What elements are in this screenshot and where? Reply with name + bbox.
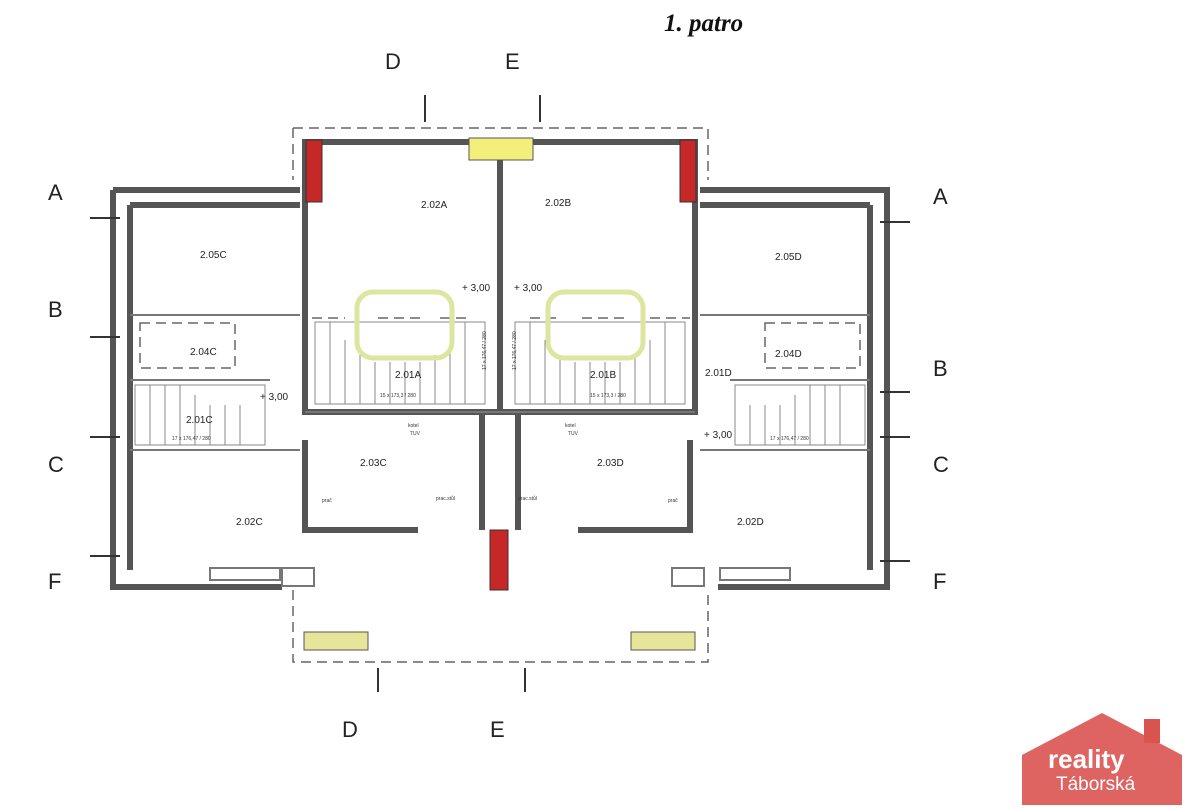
stair-note: 17 x 176,47 / 280 xyxy=(172,436,211,442)
room-label: 2.02B xyxy=(545,198,571,209)
level-label: + 3,00 xyxy=(260,392,289,403)
logo-text: reality xyxy=(1048,744,1125,774)
fixture-label: kotel xyxy=(565,423,576,429)
room-label: 2.01A xyxy=(395,370,421,381)
chimney-left xyxy=(305,139,323,203)
logo xyxy=(1022,713,1182,805)
section-c-left: C xyxy=(48,452,64,477)
level-label: + 3,00 xyxy=(704,430,733,441)
section-f-left: F xyxy=(48,569,61,594)
chimney-right xyxy=(679,139,697,203)
room-label: 2.02D xyxy=(737,517,764,528)
stairs-201d xyxy=(734,384,866,446)
stair-note: 17 x 176,47 / 280 xyxy=(770,436,809,442)
section-a-right: A xyxy=(933,184,948,209)
section-b-left: B xyxy=(48,297,63,322)
room-label: 2.03D xyxy=(597,458,624,469)
stair-note: 17 x 176,47 / 280 xyxy=(512,331,518,370)
room-label: 2.01C xyxy=(186,415,213,426)
section-f-right: F xyxy=(933,569,946,594)
roof-outline-bottom xyxy=(292,590,709,663)
left-wing-walls xyxy=(110,187,300,590)
fixture-label: prač xyxy=(668,498,678,504)
room-label: 2.01B xyxy=(590,370,616,381)
room-label: 2.05D xyxy=(775,252,802,263)
room-label: 2.04C xyxy=(190,347,217,358)
stairs-201a xyxy=(314,321,486,405)
room-label: 2.02A xyxy=(421,200,447,211)
section-a-left: A xyxy=(48,180,63,205)
section-d-top: D xyxy=(385,49,401,74)
roof-outline-top xyxy=(292,127,709,180)
fixture-label: prac.stůl xyxy=(518,495,537,502)
stair-note: 15 x 173,3 / 280 xyxy=(380,393,416,399)
section-e-bottom: E xyxy=(490,717,505,742)
logo-subtext: Táborská xyxy=(1056,774,1136,795)
room-label: 2.03C xyxy=(360,458,387,469)
room-label: 2.02C xyxy=(236,517,263,528)
room-label: 2.04D xyxy=(775,349,802,360)
skylight-bottom-right xyxy=(630,631,696,651)
section-e-top: E xyxy=(505,49,520,74)
level-label: + 3,00 xyxy=(462,283,491,294)
stair-note: 17 x 176,47 / 280 xyxy=(482,331,488,370)
stairs-201c xyxy=(134,384,266,446)
fixture-label: TUV xyxy=(410,431,421,437)
lower-central-walls xyxy=(302,412,693,533)
skylight-top xyxy=(468,137,534,161)
stair-note: 15 x 173,3 / 280 xyxy=(590,393,626,399)
plan-title: 1. patro xyxy=(664,10,744,37)
fixture-label: prač xyxy=(322,498,332,504)
room-label: 2.01D xyxy=(705,368,732,379)
stairs-201b xyxy=(514,321,686,405)
level-label: + 3,00 xyxy=(514,283,543,294)
fixture-label: prac.stůl xyxy=(436,495,455,502)
section-b-right: B xyxy=(933,356,948,381)
fixture-label: kotel xyxy=(408,423,419,429)
section-d-bottom: D xyxy=(342,717,358,742)
room-label: 2.05C xyxy=(200,250,227,261)
right-wing-walls xyxy=(700,187,890,590)
skylight-bottom-left xyxy=(303,631,369,651)
fixture-label: TUV xyxy=(568,431,579,437)
section-c-right: C xyxy=(933,452,949,477)
chimney-bottom xyxy=(489,529,509,591)
